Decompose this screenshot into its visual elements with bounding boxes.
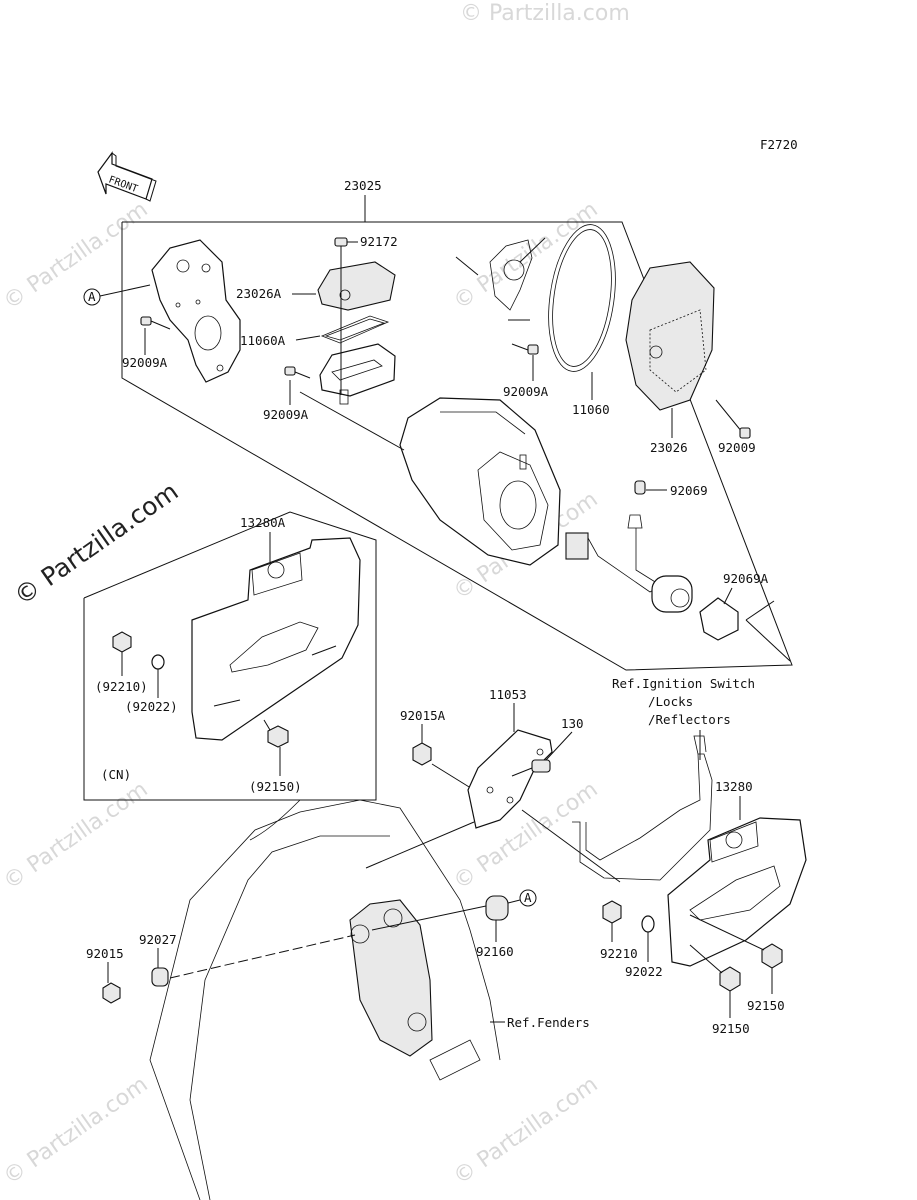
label-92172: 92172 [360,234,398,249]
assembly-frame [121,195,793,671]
mount-bracket [151,239,241,383]
label-92210: 92210 [600,946,638,961]
washer-icon [641,915,655,933]
callout-a-icon [83,288,101,306]
label-11060a: 11060A [240,333,286,348]
label-92150-a: 92150 [747,998,785,1013]
callout-a-label: A [88,289,96,304]
front-arrow-icon: FRONT [97,151,157,202]
watermark: © Partzilla.com [449,1072,602,1190]
label-92015a: 92015A [400,708,446,723]
screw-icon [715,399,751,439]
gasket-large [548,224,616,372]
callout-a-icon [519,889,537,907]
nut-icon [602,900,622,924]
label-23026a: 23026A [236,286,282,301]
screw-icon [511,343,539,355]
label-13280a: 13280A [240,515,286,530]
nut-icon [102,982,121,1004]
label-92022: 92022 [625,964,663,979]
label-92027: 92027 [139,932,177,947]
watermark: © Partzilla.com [460,1,630,26]
label-92150-b: 92150 [712,1021,750,1036]
rear-fender [149,799,501,1200]
label-92210-cn: (92210) [95,679,148,694]
label-13280: 13280 [715,779,753,794]
washer-icon [151,654,165,670]
cn-region-frame [83,511,377,801]
taillight-body [399,397,561,566]
license-plate-bracket [572,735,713,881]
callout-a-label: A [524,890,532,905]
nut-icon [112,631,132,653]
figure-code: F2720 [760,137,798,152]
nut-icon [412,742,432,766]
license-light-housing [319,343,396,405]
license-light-cover [317,261,396,311]
reflector-icon [489,239,533,311]
taillight-lens [625,261,715,411]
label-11053: 11053 [489,687,527,702]
socket-wire [565,514,693,613]
watermark: © Partzilla.com [0,1072,153,1190]
screw-icon [284,366,311,379]
bulb-small-icon [634,480,646,495]
grommet-icon [485,895,509,921]
watermark-dark: © Partzilla.com [9,477,184,611]
label-ref-fenders: Ref.Fenders [507,1015,590,1030]
label-ref-ignition-3: /Reflectors [648,712,731,727]
label-23025: 23025 [344,178,382,193]
bolt-icon [263,719,289,748]
label-ref-ignition-2: /Locks [648,694,693,709]
label-cn: (CN) [101,767,131,782]
bolt-icon [689,944,741,992]
watermark: © Partzilla.com [0,197,153,315]
bolt-icon [689,914,783,969]
label-23026: 23026 [650,440,688,455]
label-92009a-lens: 92009A [503,384,549,399]
screw-icon [140,316,171,330]
label-11060: 11060 [572,402,610,417]
screw-icon [334,237,348,268]
label-ref-ignition-1: Ref.Ignition Switch [612,676,755,691]
license-plate-cn [191,537,361,741]
label-92150-cn: (92150) [249,779,302,794]
label-92015: 92015 [86,946,124,961]
bolt-icon [511,759,551,777]
collar-icon [151,967,169,987]
label-92022-cn: (92022) [125,699,178,714]
label-92160: 92160 [476,944,514,959]
label-92009: 92009 [718,440,756,455]
label-92009a-left: 92009A [122,355,168,370]
bulb-large-icon [699,597,739,641]
license-plate [667,817,807,967]
watermark: © Partzilla.com [0,777,153,895]
label-92009a-mid: 92009A [263,407,309,422]
label-92069: 92069 [670,483,708,498]
label-130: 130 [561,716,584,731]
label-92069a: 92069A [723,571,769,586]
gasket-small [320,315,390,344]
